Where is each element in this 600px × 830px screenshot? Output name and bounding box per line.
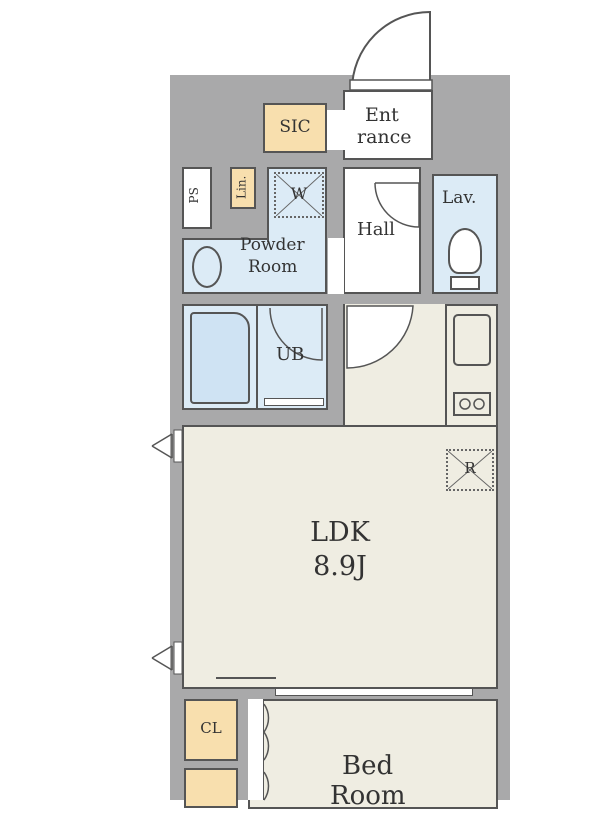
closet-door-icon	[263, 771, 270, 801]
linen-label: Lin.	[234, 175, 249, 199]
closet-2	[184, 768, 238, 808]
powder-room-label-1: Powder	[240, 235, 305, 255]
bath-shelf	[264, 398, 324, 406]
room-ldk: R LDK 8.9J	[182, 425, 498, 689]
room-unit-bath: UB	[182, 304, 328, 410]
ldk-label: LDK	[310, 517, 370, 548]
washer-label: W	[290, 184, 308, 203]
ps-label: PS	[186, 187, 201, 204]
entrance-label-2: rance	[357, 126, 412, 148]
refrigerator-cross-icon	[448, 451, 492, 489]
ldk-door-swing-icon	[346, 305, 414, 369]
room-lavatory: Lav.	[432, 174, 498, 294]
door-swing-icon	[374, 182, 420, 228]
ldk-counter-line	[216, 677, 276, 679]
refrigerator-label: R	[464, 459, 476, 477]
bath-divider	[256, 306, 258, 408]
unit-bath-label: UB	[276, 344, 305, 365]
washer-cross-icon	[276, 174, 322, 216]
sic-passage	[327, 110, 345, 150]
stove-icon	[453, 392, 491, 416]
room-powder-upper	[267, 167, 327, 242]
entrance-door-icon	[349, 10, 433, 91]
closet-1: CL	[184, 699, 238, 761]
entrance-label-1: Ent	[365, 104, 399, 126]
refrigerator-space: R	[446, 449, 494, 491]
bathtub-icon	[190, 312, 250, 404]
washer-space: W	[274, 172, 324, 218]
room-sic: SIC	[263, 103, 327, 153]
bedroom-label-1: Bed	[342, 751, 394, 781]
toilet-icon	[448, 228, 482, 274]
bedroom-label-2: Room	[330, 781, 406, 811]
door-swing-icon	[269, 307, 323, 361]
sliding-door	[275, 688, 473, 696]
room-ps: PS	[182, 167, 212, 229]
window-icon	[151, 641, 183, 675]
hall-side-passage	[328, 238, 344, 294]
ldk-size-label: 8.9J	[313, 551, 367, 582]
room-hall: Hall	[343, 167, 421, 294]
kitchen-counter	[445, 304, 498, 428]
washbasin-icon	[192, 246, 222, 288]
closet-label: CL	[200, 719, 222, 737]
sic-label: SIC	[279, 117, 311, 137]
sink-icon	[453, 314, 491, 366]
toilet-tank-icon	[450, 276, 480, 290]
window-icon	[151, 429, 183, 463]
closet-door-strip	[248, 699, 264, 800]
hall-label: Hall	[357, 219, 395, 240]
closet-door-icon	[263, 703, 270, 761]
lavatory-label: Lav.	[442, 188, 477, 208]
room-linen: Lin.	[230, 167, 256, 209]
room-entrance: Ent rance	[343, 90, 433, 160]
powder-room-label-2: Room	[248, 257, 298, 277]
